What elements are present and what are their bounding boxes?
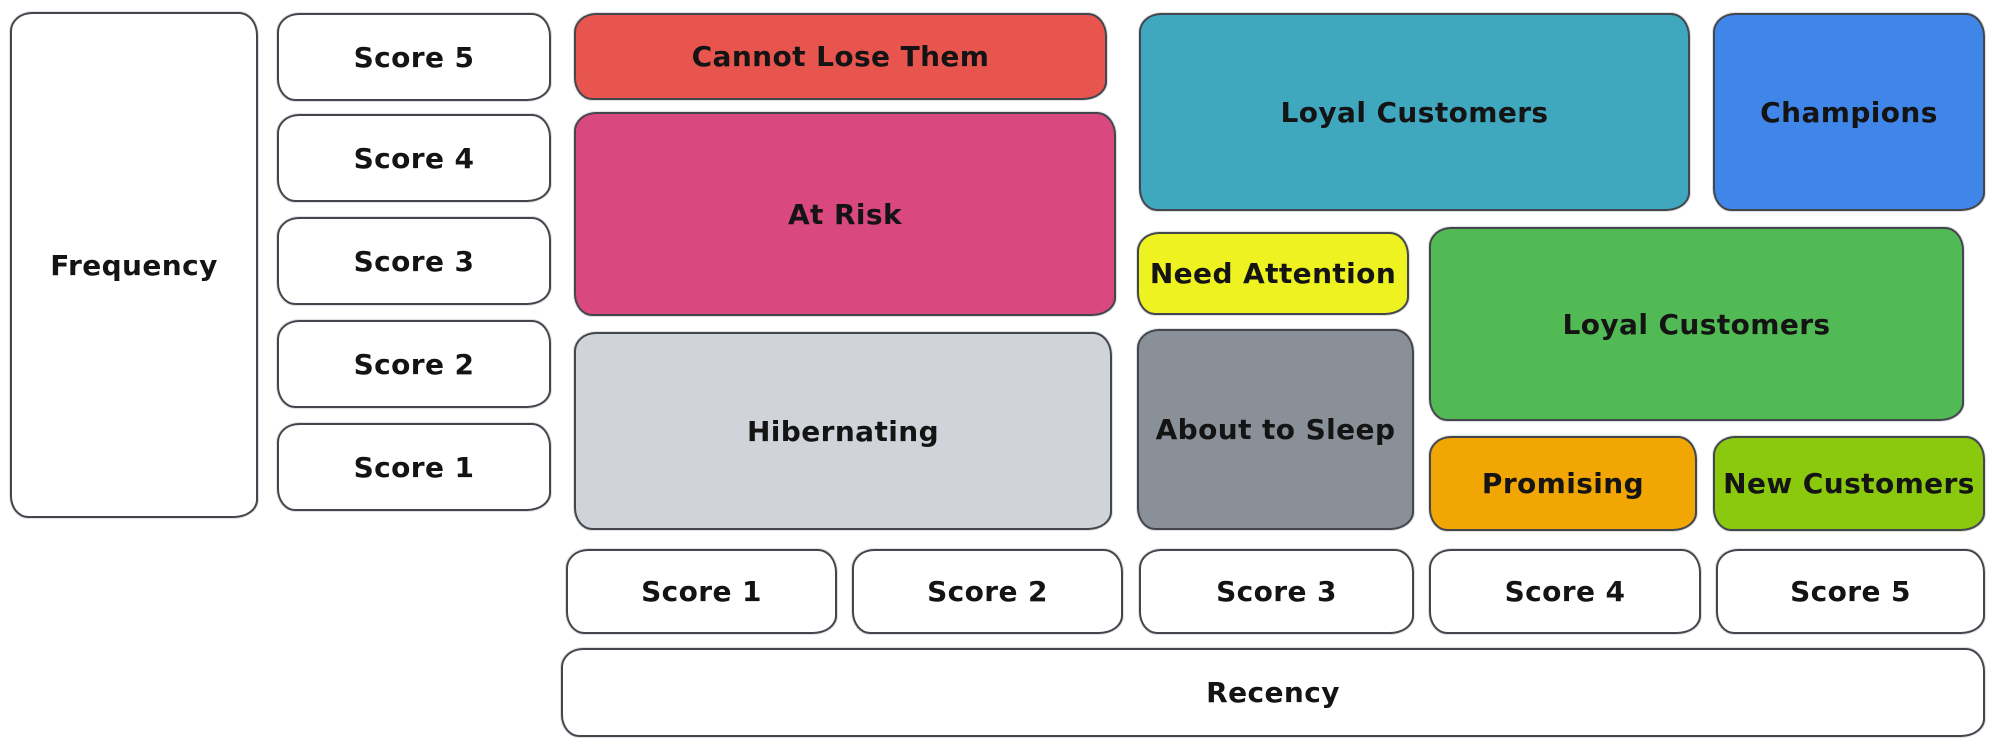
recency-score-2: Score 2 <box>852 549 1123 634</box>
recency-score-4: Score 4 <box>1429 549 1701 634</box>
segment-cannot-lose-them: Cannot Lose Them <box>574 13 1107 100</box>
segment-at-risk: At Risk <box>574 112 1116 316</box>
frequency-score-2: Score 2 <box>277 320 551 408</box>
frequency-axis-label: Frequency <box>10 12 258 518</box>
frequency-score-3: Score 3 <box>277 217 551 305</box>
recency-score-5: Score 5 <box>1716 549 1985 634</box>
recency-score-1: Score 1 <box>566 549 837 634</box>
segment-champions: Champions <box>1713 13 1985 211</box>
segment-need-attention: Need Attention <box>1137 232 1409 315</box>
recency-score-3: Score 3 <box>1139 549 1414 634</box>
segment-hibernating: Hibernating <box>574 332 1112 530</box>
recency-axis-label: Recency <box>561 648 1985 737</box>
segment-promising: Promising <box>1429 436 1697 531</box>
segment-loyal-customers-teal: Loyal Customers <box>1139 13 1690 211</box>
frequency-score-4: Score 4 <box>277 114 551 202</box>
segment-about-to-sleep: About to Sleep <box>1137 329 1414 530</box>
frequency-score-5: Score 5 <box>277 13 551 101</box>
frequency-score-1: Score 1 <box>277 423 551 511</box>
segment-loyal-customers-green: Loyal Customers <box>1429 227 1964 421</box>
segment-new-customers: New Customers <box>1713 436 1985 531</box>
